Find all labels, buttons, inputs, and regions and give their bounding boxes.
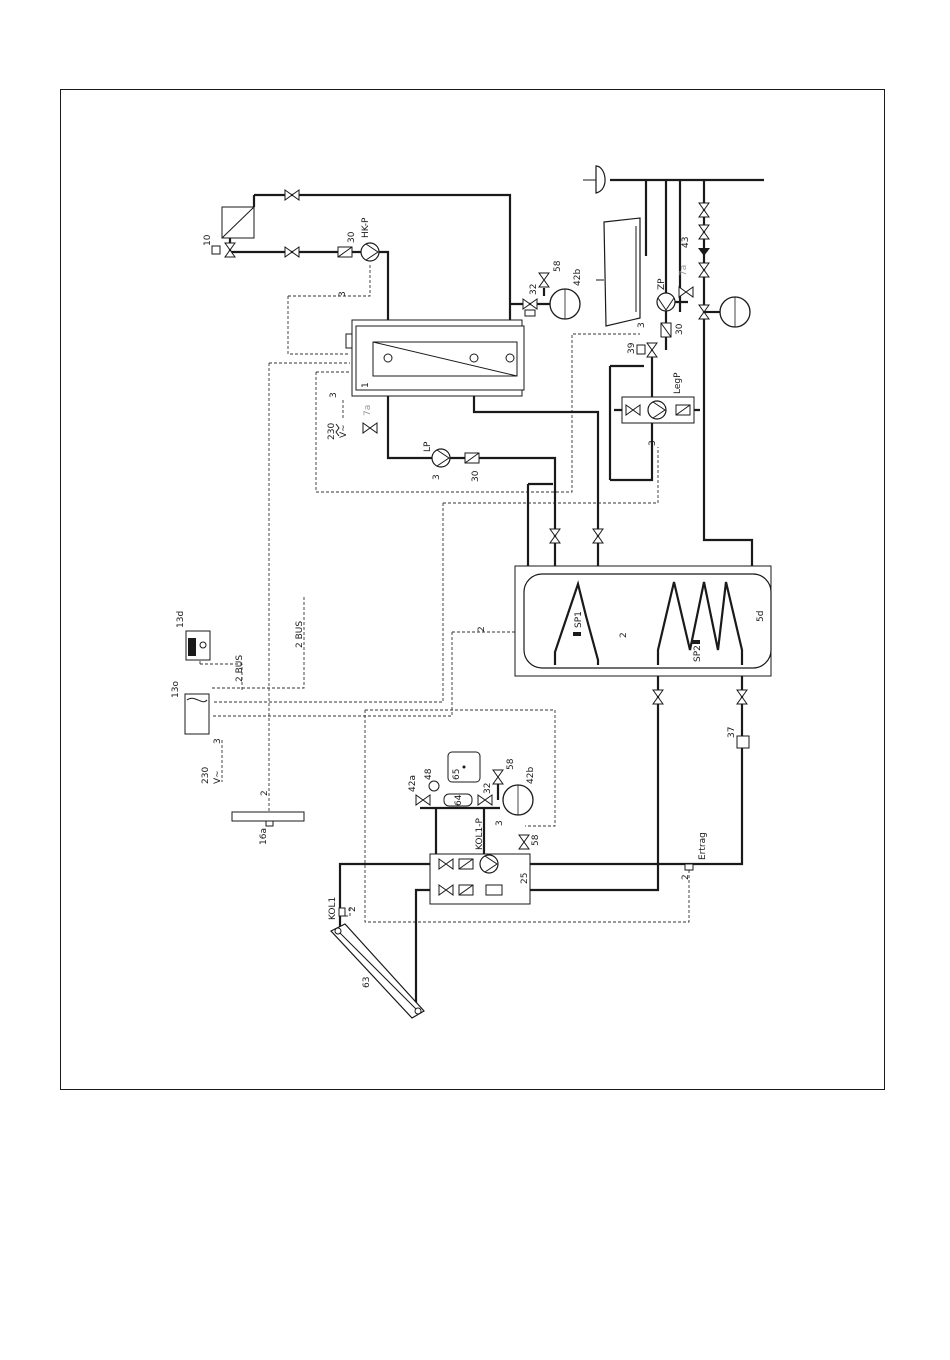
label-230a: 230 <box>327 423 337 440</box>
valve-10 <box>212 243 235 257</box>
label-7a-a: 7a <box>679 265 689 276</box>
valve-group-43 <box>698 203 750 327</box>
valve-solar-return <box>737 690 747 704</box>
label-7a-b: 7a <box>363 405 373 416</box>
label-32a: 32 <box>529 284 539 295</box>
controller-13o <box>185 694 209 734</box>
label-48: 48 <box>424 768 434 780</box>
bathtub <box>596 218 640 326</box>
shutoff-valve-top <box>285 190 299 200</box>
label-3g: 3 <box>495 820 505 826</box>
sensor-16a <box>232 812 304 821</box>
label-ertrag: Ertrag <box>698 832 708 860</box>
label-30c: 30 <box>471 470 481 482</box>
label-2e: 2 <box>348 906 358 912</box>
check-valve-30a <box>338 247 352 257</box>
label-3c: 3 <box>648 440 658 446</box>
label-zp: ZP <box>657 278 667 290</box>
label-30a: 30 <box>347 231 357 243</box>
label-2c: 2 <box>619 632 629 638</box>
label-64: 64 <box>454 794 464 806</box>
label-sp1: SP1 <box>574 611 584 628</box>
storage-cylinder <box>515 566 771 676</box>
label-kol1: KOL1 <box>328 897 338 920</box>
plate-heat-exchanger <box>222 207 254 238</box>
label-230b: 230 <box>201 767 211 784</box>
label-vb: V~ <box>213 770 223 784</box>
mixing-valve-39 <box>637 343 657 357</box>
label-37: 37 <box>727 727 737 738</box>
label-13d: 13d <box>176 611 186 628</box>
label-16a: 16a <box>259 828 269 845</box>
room-unit-13d <box>186 631 210 660</box>
check-valve-30b <box>661 323 671 337</box>
label-sp2: SP2 <box>693 645 703 662</box>
label-43: 43 <box>681 237 691 248</box>
label-58a: 58 <box>553 260 563 272</box>
label-30b: 30 <box>675 323 685 335</box>
label-65: 65 <box>452 769 462 780</box>
label-3d: 3 <box>329 392 339 398</box>
label-hkp: HK-P <box>361 217 371 238</box>
pump-lp <box>432 449 450 467</box>
label-39: 39 <box>627 342 637 354</box>
valve-lp-return <box>550 529 560 543</box>
label-kol1p: KOL1-P <box>475 818 485 850</box>
label-va: V~ <box>339 424 349 438</box>
label-bus1: 2 BUS <box>235 655 245 682</box>
label-3b: 3 <box>637 322 647 328</box>
label-42b-b: 42b <box>526 767 536 784</box>
valve-7a-zp <box>679 287 693 297</box>
solar-collector-63 <box>331 908 424 1018</box>
safety-group-42b <box>523 273 580 319</box>
label-2b: 2 <box>477 626 487 632</box>
shower-head <box>583 166 605 193</box>
sensor-37 <box>737 736 749 748</box>
label-5d: 5d <box>756 611 766 622</box>
label-bus2: 2 BUS <box>295 621 305 648</box>
label-63: 63 <box>362 977 372 988</box>
label-lp: LP <box>423 441 433 452</box>
label-3a: 3 <box>338 291 348 297</box>
label-legp: LegP <box>673 372 683 394</box>
label-3e: 3 <box>432 474 442 480</box>
label-42a: 42a <box>408 775 418 792</box>
pump-hkp <box>361 243 379 261</box>
label-58b: 58 <box>506 758 516 770</box>
legionella-pump-group <box>622 397 694 423</box>
label-58c: 58 <box>531 834 541 846</box>
label-13o: 13o <box>171 681 181 698</box>
boiler <box>346 320 524 396</box>
label-32b: 32 <box>483 783 493 794</box>
label-25: 25 <box>520 873 530 884</box>
shutoff-valve-mid <box>285 247 299 257</box>
valve-dhw-return <box>593 529 603 543</box>
label-42b-a: 42b <box>573 269 583 286</box>
yield-meter <box>685 864 693 870</box>
label-10: 10 <box>203 234 213 246</box>
label-1: 1 <box>361 382 371 388</box>
label-3f: 3 <box>213 738 223 744</box>
check-valve-30c <box>465 453 479 463</box>
pump-zp <box>657 293 675 311</box>
label-2a: 2 <box>260 790 270 796</box>
valve-solar-flow <box>653 690 663 704</box>
label-2d: 2 <box>681 874 691 880</box>
